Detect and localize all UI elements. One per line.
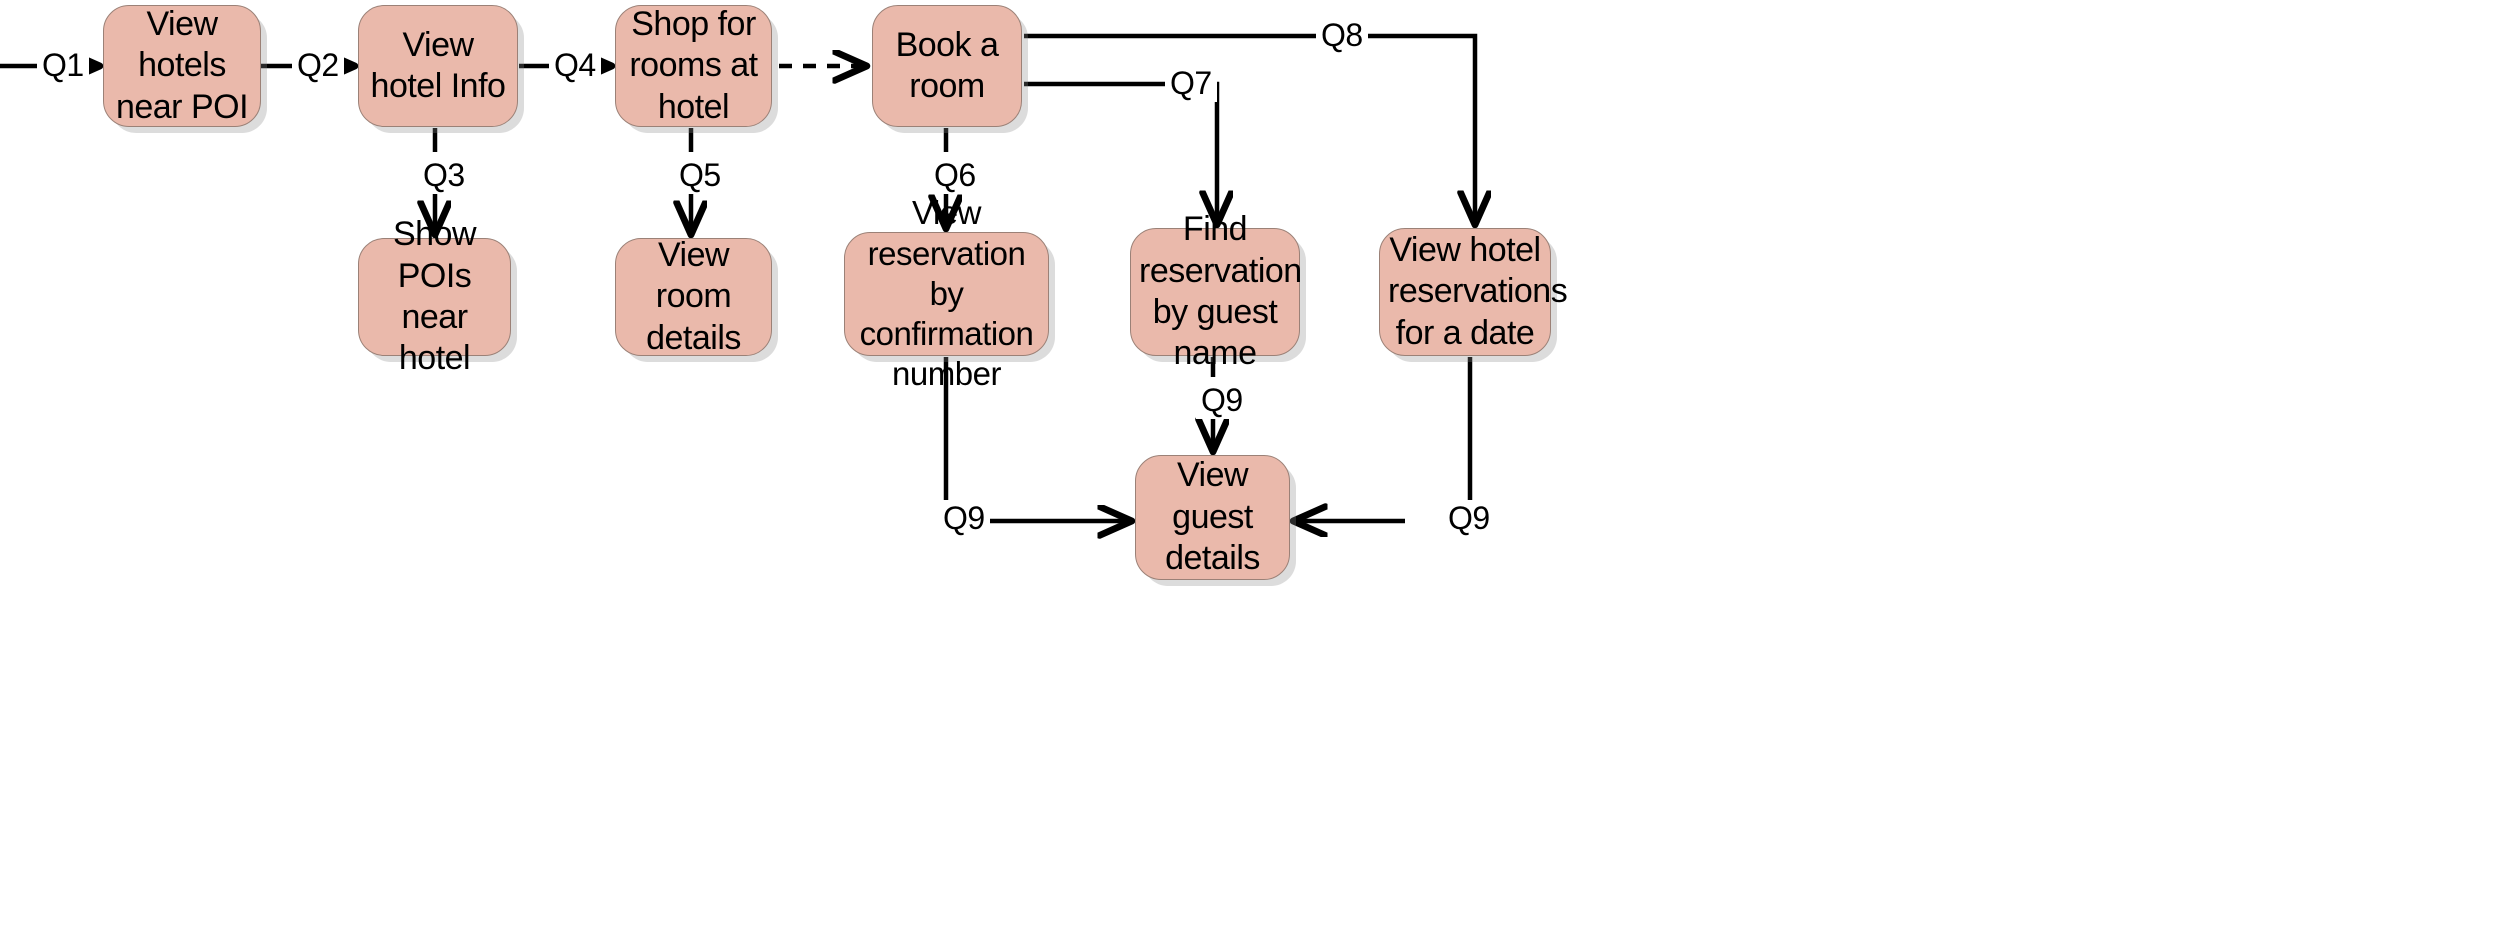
edge-label-q3: Q3 (418, 157, 470, 194)
node-view-hotel-reservations-for-a-date[interactable]: View hotel reservations for a date (1379, 228, 1568, 356)
node-label: View hotel reservations for a date (1388, 230, 1568, 352)
node-label: View hotel Info (370, 25, 506, 105)
edge-label-q1: Q1 (37, 47, 89, 84)
edge-label-q9-hotel-reservations: Q9 (1443, 500, 1495, 537)
node-label: Find reservation by guest name (1139, 210, 1302, 373)
node-label: View room details (646, 235, 741, 357)
node-find-reservation-by-guest-name[interactable]: Find reservation by guest name (1130, 210, 1302, 372)
node-label: View guest details (1165, 456, 1260, 578)
node-shop-for-rooms-at-hotel[interactable]: Shop for rooms at hotel (615, 5, 772, 127)
node-view-guest-details[interactable]: View guest details (1135, 455, 1290, 580)
edge-label-q9-confirmation: Q9 (938, 500, 990, 537)
edge-hotel-reservations-to-guest-details (1446, 357, 1473, 524)
edge-label-q9-guest-name: Q9 (1196, 382, 1248, 419)
node-view-hotels-near-poi[interactable]: View hotels near POI (103, 5, 261, 127)
node-view-reservation-by-confirmation-number[interactable]: View reservation by confirmation number (844, 194, 1049, 392)
edge-label-q2: Q2 (292, 47, 344, 84)
node-show-pois-near-hotel[interactable]: Show POIs near hotel (358, 215, 511, 377)
edge-label-q6: Q6 (929, 157, 981, 194)
edge-book-to-hotel-reservations-cont (1360, 33, 1475, 224)
node-label: Shop for rooms at hotel (629, 4, 758, 126)
edge-label-q4: Q4 (549, 47, 601, 84)
node-label: View hotels near POI (115, 4, 249, 126)
node-book-a-room[interactable]: Book a room (872, 5, 1022, 127)
edge-label-q7: Q7 (1165, 65, 1217, 102)
node-label: Book a room (895, 25, 999, 105)
edge-label-q5: Q5 (674, 157, 726, 194)
node-label: View reservation by confirmation number (859, 194, 1034, 393)
node-label: Show POIs near hotel (392, 215, 477, 378)
node-view-room-details[interactable]: View room details (615, 235, 772, 357)
edge-book-to-guest-name-cont (1209, 81, 1217, 224)
node-view-hotel-info[interactable]: View hotel Info (358, 5, 518, 127)
edge-label-q8: Q8 (1316, 17, 1368, 54)
